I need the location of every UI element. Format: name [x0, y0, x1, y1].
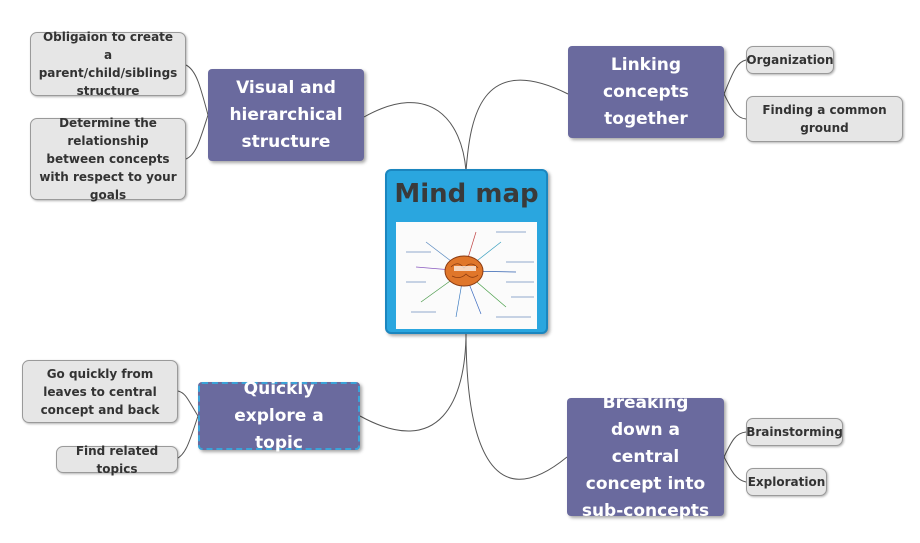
- branch-explore-label: Quickly explore a topic: [234, 378, 324, 453]
- connector-visual: [363, 102, 467, 172]
- leaf-explore-2-label: Find related topics: [75, 443, 159, 476]
- central-title: Mind map: [394, 179, 539, 209]
- leaf-breaking-2-label: Exploration: [747, 475, 826, 489]
- connector-explore-leaf2: [175, 415, 199, 460]
- leaf-breaking-1-label: Brainstorming: [746, 425, 843, 439]
- branch-explore[interactable]: Quickly explore a topic: [198, 379, 360, 453]
- connector-linking-leaf1: [723, 59, 747, 95]
- leaf-visual-1[interactable]: Obligaion to create a parent/child/sibli…: [30, 30, 186, 98]
- leaf-linking-1[interactable]: Organization: [746, 46, 834, 74]
- branch-breaking[interactable]: Breaking down a central concept into sub…: [567, 393, 724, 521]
- connector-visual-leaf1: [185, 64, 209, 116]
- leaf-linking-2[interactable]: Finding a common ground: [746, 96, 903, 142]
- branch-visual-label: Visual and hierarchical structure: [229, 77, 343, 152]
- leaf-visual-1-label: Obligaion to create a parent/child/sibli…: [38, 30, 178, 98]
- branch-linking[interactable]: Linking concepts together: [568, 46, 724, 138]
- branch-linking-label: Linking concepts together: [603, 54, 689, 129]
- connector-visual-leaf2: [185, 114, 209, 160]
- leaf-explore-1[interactable]: Go quickly from leaves to central concep…: [22, 360, 178, 423]
- connector-breaking-leaf1: [723, 431, 747, 458]
- connector-breaking: [465, 331, 568, 480]
- connector-linking-leaf2: [723, 93, 747, 120]
- leaf-linking-1-label: Organization: [746, 53, 834, 67]
- leaf-breaking-1[interactable]: Brainstorming: [746, 418, 843, 446]
- leaf-visual-2[interactable]: Determine the relationship between conce…: [30, 116, 186, 202]
- leaf-breaking-2[interactable]: Exploration: [746, 468, 827, 496]
- leaf-explore-2[interactable]: Find related topics: [56, 444, 178, 476]
- branch-breaking-label: Breaking down a central concept into sub…: [581, 392, 710, 521]
- leaf-explore-1-label: Go quickly from leaves to central concep…: [40, 366, 160, 417]
- central-node[interactable]: Mind map: [385, 169, 548, 334]
- connector-linking: [465, 79, 569, 172]
- connector-explore: [359, 331, 467, 432]
- mind-map-thumbnail: [396, 222, 537, 329]
- branch-visual[interactable]: Visual and hierarchical structure: [208, 69, 364, 161]
- connector-breaking-leaf2: [723, 456, 747, 483]
- leaf-linking-2-label: Finding a common ground: [762, 103, 887, 135]
- leaf-visual-2-label: Determine the relationship between conce…: [39, 116, 177, 202]
- connector-explore-leaf1: [177, 390, 199, 417]
